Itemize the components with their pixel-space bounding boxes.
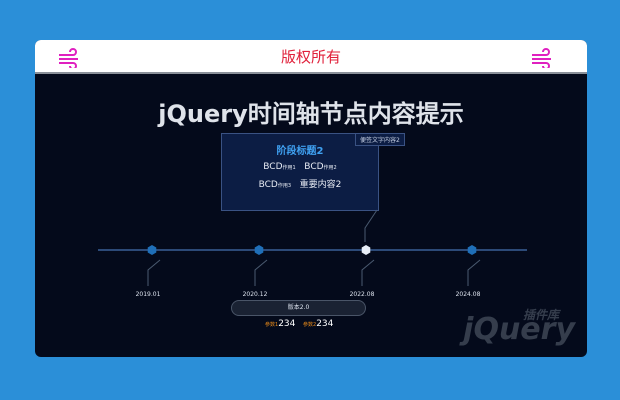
node-connector [254, 259, 268, 286]
header: 版权所有 [35, 40, 587, 74]
tooltip-heading: 阶段标题2 [276, 146, 324, 157]
param-label: 参数2 [303, 322, 317, 328]
timeline-node[interactable] [147, 245, 157, 255]
node-tooltip: 阶段标题2 BCD作用1 BCD作用2 BCD作用3 重要内容2 [221, 133, 379, 211]
param-2: 参数2234 [303, 319, 333, 329]
node-connector [147, 259, 161, 286]
wind-icon [59, 48, 78, 68]
wind-icon [532, 48, 551, 68]
tooltip-connector [364, 209, 378, 242]
node-date: 2019.01 [135, 291, 161, 298]
page-title: jQuery时间轴节点内容提示 [158, 100, 464, 128]
node-date: 2024.08 [455, 291, 481, 298]
tooltip-value: BCD [258, 180, 278, 190]
tooltip-value: BCD [304, 162, 324, 172]
timeline [98, 209, 527, 286]
version-pill[interactable]: 版本2.0 [231, 300, 366, 316]
tooltip-sub: 作用3 [277, 183, 292, 189]
timeline-node[interactable] [254, 245, 264, 255]
demo-card: 版权所有 jQuery时间轴节点内容提示 阶段标题2 BCD作用1 BCD作用2… [35, 40, 587, 357]
header-title: 版权所有 [280, 48, 341, 66]
param-label: 参数1 [265, 322, 279, 328]
param-1: 参数1234 [265, 319, 295, 329]
timeline-node[interactable] [467, 245, 477, 255]
node-connector [361, 259, 375, 286]
tooltip-sub: 作用2 [323, 165, 337, 171]
tooltip-sub: 作用1 [282, 165, 296, 171]
note-tag: 便签文字内容2 [355, 133, 405, 146]
node-date: 2022.08 [349, 291, 375, 298]
timeline-node[interactable] [361, 245, 371, 255]
param-value: 234 [278, 319, 296, 329]
tooltip-value: 重要内容2 [299, 180, 342, 190]
tooltip-value: BCD [263, 162, 283, 172]
param-value: 234 [316, 319, 334, 329]
node-connector [467, 259, 481, 286]
node-date: 2020.12 [242, 291, 268, 298]
